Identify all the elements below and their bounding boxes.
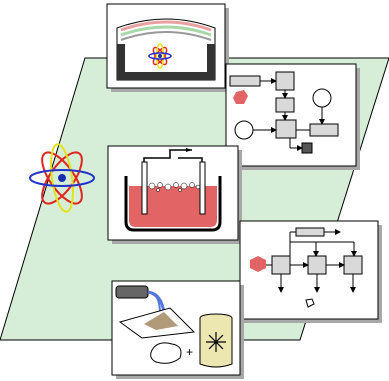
flowchart-panel-upper [225, 63, 360, 170]
atom-icon [29, 143, 95, 213]
reactor-dome-icon [116, 18, 216, 81]
plus-sign: + [186, 345, 193, 359]
reactor-panel [106, 3, 229, 92]
waste-drum-icon [199, 313, 233, 368]
heated-tank-icon [124, 148, 222, 232]
process-flowchart-icon [250, 227, 363, 308]
mining-panel: + [111, 280, 244, 379]
tank-panel [107, 145, 242, 244]
ore-rock-icon [150, 342, 182, 364]
ore-pour-icon [115, 285, 196, 339]
flowchart-panel-lower [239, 220, 382, 323]
process-flowchart-icon [229, 71, 339, 154]
